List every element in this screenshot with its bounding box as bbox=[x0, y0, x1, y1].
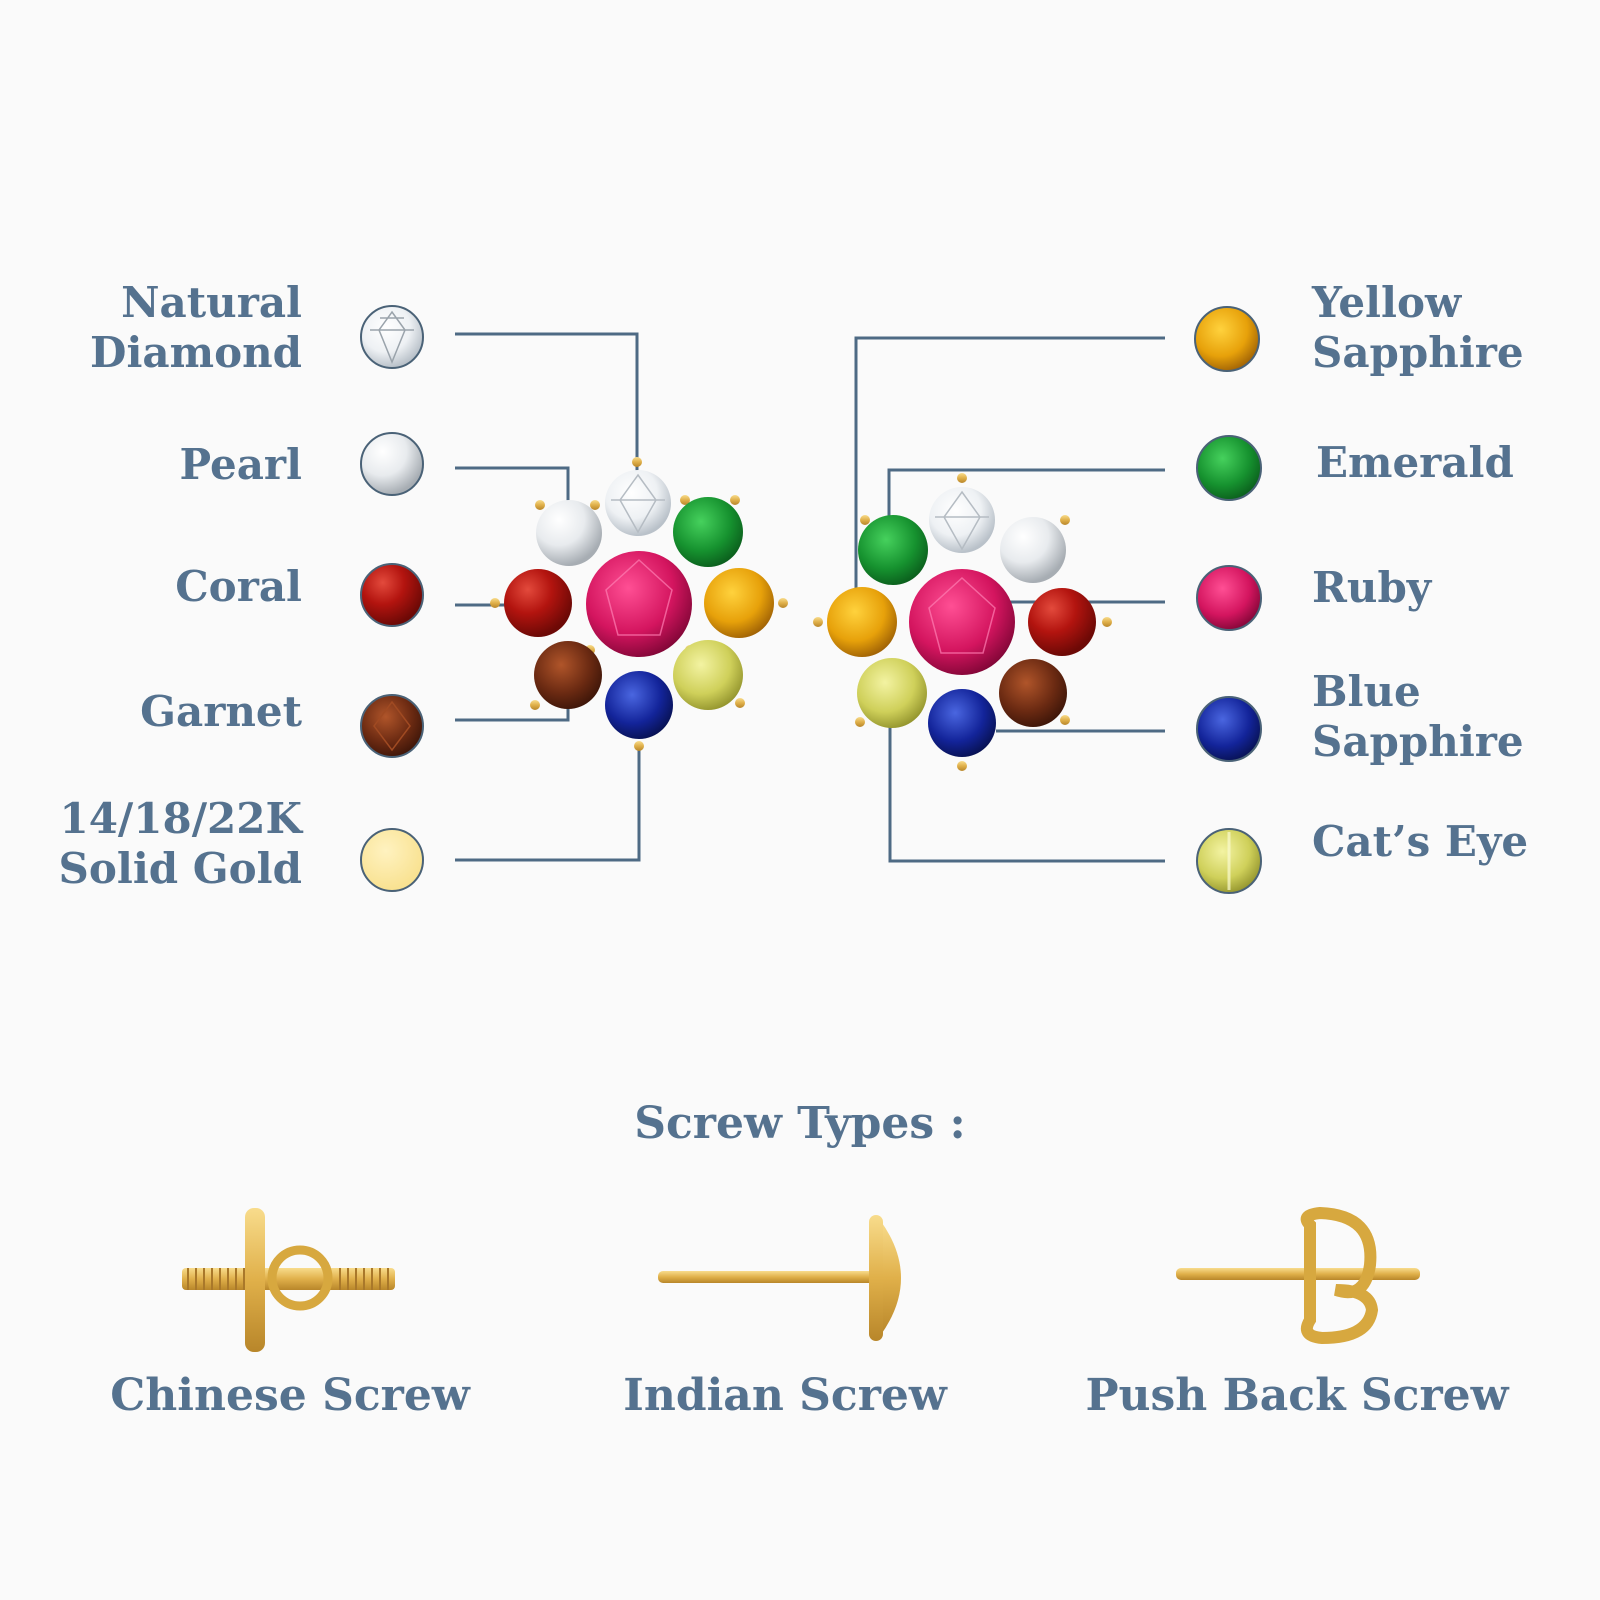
label-coral: Coral bbox=[175, 562, 302, 611]
yellow-sapphire-icon bbox=[1194, 306, 1260, 372]
screw-label-chinese: Chinese Screw bbox=[110, 1370, 470, 1421]
callout-lines bbox=[455, 332, 1165, 863]
screw-types-title: Screw Types : bbox=[634, 1098, 966, 1149]
ruby-icon bbox=[1196, 565, 1262, 631]
blue-sapphire-icon bbox=[1196, 696, 1262, 762]
label-natural-diamond: Natural Diamond bbox=[90, 278, 302, 377]
garnet-icon bbox=[360, 694, 424, 758]
right-earring bbox=[813, 473, 1112, 771]
label-cats-eye: Cat’s Eye bbox=[1312, 817, 1529, 866]
push-back-screw-icon bbox=[1176, 1206, 1420, 1345]
left-earring bbox=[490, 457, 788, 751]
label-ruby: Ruby bbox=[1312, 563, 1432, 612]
chinese-screw-icon bbox=[182, 1208, 395, 1352]
label-solid-gold: 14/18/22K Solid Gold bbox=[58, 794, 302, 893]
coral-icon bbox=[360, 563, 424, 627]
swatches-left bbox=[360, 305, 424, 892]
gold-icon bbox=[360, 828, 424, 892]
screw-label-indian: Indian Screw bbox=[623, 1370, 947, 1421]
swatches-right bbox=[1194, 306, 1262, 894]
screw-label-push-back: Push Back Screw bbox=[1085, 1370, 1509, 1421]
label-pearl: Pearl bbox=[179, 440, 302, 489]
label-blue-sapphire: Blue Sapphire bbox=[1312, 667, 1524, 766]
label-yellow-sapphire: Yellow Sapphire bbox=[1312, 278, 1524, 377]
indian-screw-icon bbox=[658, 1215, 901, 1341]
emerald-icon bbox=[1196, 435, 1262, 501]
pearl-icon bbox=[360, 432, 424, 496]
label-emerald: Emerald bbox=[1316, 438, 1514, 487]
diamond-icon bbox=[360, 305, 424, 369]
label-garnet: Garnet bbox=[140, 687, 302, 736]
